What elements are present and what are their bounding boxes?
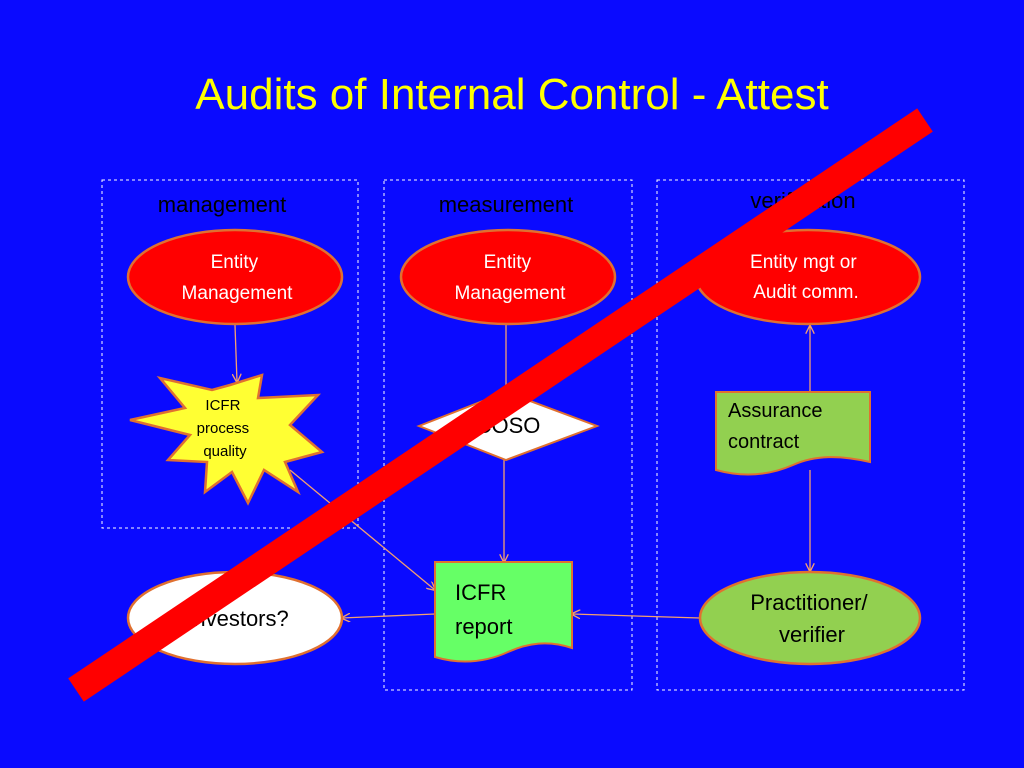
practitioner-verifier-node: Practitioner/ verifier bbox=[698, 570, 922, 666]
svg-text:Entity Management: Entity Management bbox=[182, 252, 294, 304]
entity-mgt-audit-node: Entity mgt or Audit comm. bbox=[694, 228, 922, 326]
management-heading: management bbox=[158, 192, 286, 217]
entity-management-node-middle: Entity Management bbox=[399, 228, 617, 326]
svg-text:Assurance contract: Assurance contract bbox=[728, 400, 828, 453]
svg-text:Entity mgt or Audit co: Entity mgt or Audit comm. bbox=[750, 252, 862, 303]
strikethrough-bar bbox=[68, 108, 933, 702]
management-column bbox=[101, 179, 359, 529]
measurement-column bbox=[383, 179, 633, 691]
connectors bbox=[235, 324, 810, 618]
measurement-heading: measurement bbox=[439, 192, 574, 217]
arrow-quality-to-report bbox=[289, 469, 435, 590]
svg-text:Practitioner/ verifier: Practitioner/ verifier bbox=[750, 590, 874, 647]
slide-title: Audits of Internal Control - Attest bbox=[195, 70, 829, 119]
svg-text:Entity Management: Entity Management bbox=[455, 252, 567, 304]
svg-text:ICFR report: ICFR report bbox=[455, 580, 512, 639]
svg-text:ICFR process q: ICFR process quality bbox=[197, 397, 254, 460]
assurance-contract-document: Assurance contract bbox=[715, 391, 871, 476]
arrow-practitioner-to-report bbox=[572, 614, 701, 618]
icfr-report-document: ICFR report bbox=[434, 561, 573, 663]
icfr-process-quality-burst: ICFR process quality bbox=[129, 373, 325, 506]
entity-management-node-left: Entity Management bbox=[126, 228, 344, 326]
arrow-mgmt-to-icfr-quality bbox=[235, 324, 237, 382]
arrow-report-to-investors bbox=[342, 614, 436, 618]
